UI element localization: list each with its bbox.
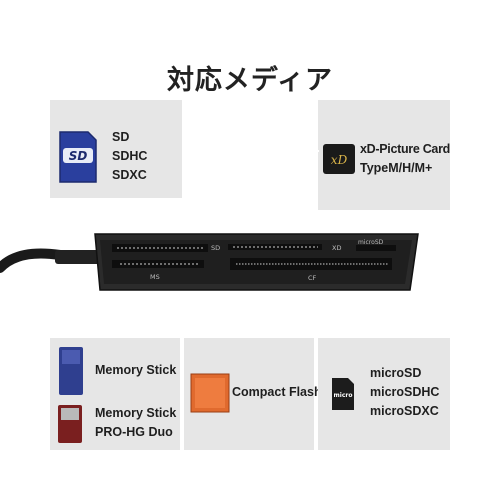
ms-card-icon-red bbox=[58, 405, 82, 443]
connector-ms bbox=[118, 270, 120, 338]
page-title: 対応メディア bbox=[166, 65, 334, 96]
xd-logo-text: xD bbox=[331, 153, 348, 167]
ms-label-1: Memory Stick bbox=[95, 363, 177, 377]
reader-label-microsd: microSD bbox=[358, 239, 384, 246]
connector-cf bbox=[249, 270, 251, 338]
connector-xd-h bbox=[305, 150, 319, 152]
sd-label-1: SD bbox=[112, 130, 130, 144]
ms-label-2b: PRO-HG Duo bbox=[95, 425, 173, 439]
reader-label-ms: MS bbox=[150, 273, 160, 281]
microsd-label-1: microSD bbox=[370, 366, 422, 380]
cf-card-icon bbox=[190, 373, 230, 413]
microsd-label-3: microSDXC bbox=[370, 404, 439, 418]
reader-label-cf: CF bbox=[308, 274, 317, 282]
reader-label-sd: SD bbox=[211, 244, 220, 252]
xd-label-1: xD-Picture Card bbox=[360, 142, 450, 156]
sd-card-icon: SD bbox=[59, 131, 97, 183]
cf-label: Compact Flash bbox=[232, 385, 322, 399]
sd-logo-text: SD bbox=[69, 149, 88, 163]
ms-label-2a: Memory Stick bbox=[95, 406, 177, 420]
connector-microsd bbox=[382, 248, 384, 338]
xd-card-icon: xD bbox=[323, 144, 355, 174]
sd-label-2: SDHC bbox=[112, 149, 148, 163]
microsd-card-icon: micro bbox=[332, 378, 354, 410]
microsd-label-2: microSDHC bbox=[370, 385, 440, 399]
sd-label-3: SDXC bbox=[112, 168, 147, 182]
connector-sd bbox=[198, 100, 200, 242]
xd-label-2: TypeM/H/M+ bbox=[360, 161, 433, 175]
microsd-logo-text: micro bbox=[334, 392, 353, 399]
ms-card-icon-blue bbox=[59, 347, 83, 395]
reader-label-xd: XD bbox=[332, 244, 341, 252]
connector-xd bbox=[305, 150, 307, 242]
